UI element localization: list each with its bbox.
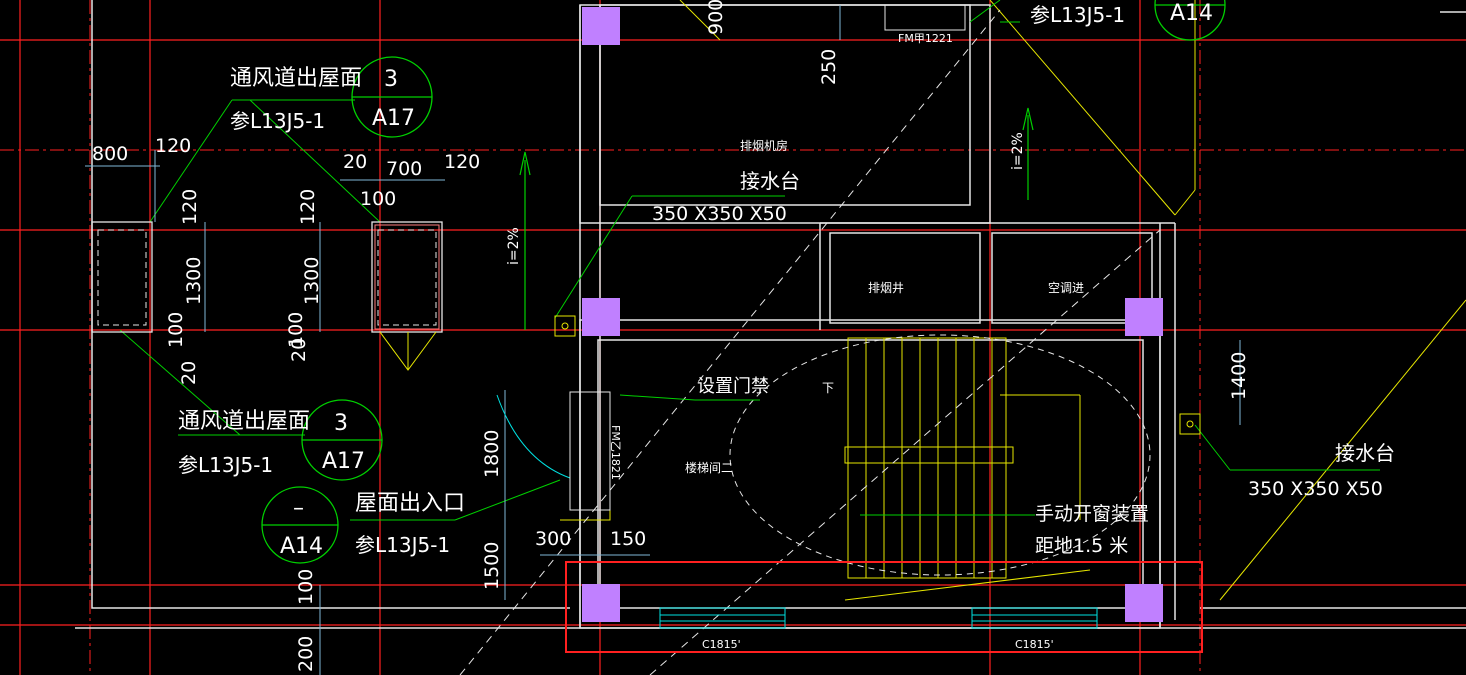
- dim-120-c: 120: [179, 189, 201, 225]
- smoke-room-label: 排烟机房: [740, 138, 788, 153]
- windows: [659, 4, 1098, 629]
- dim-20-c: 20: [288, 338, 310, 362]
- dim-120-a: 120: [155, 135, 191, 157]
- vent-mid-circle-bottom: A17: [322, 449, 365, 474]
- slope-2-label: i=2%: [1010, 132, 1026, 170]
- text-labels: 通风道出屋面 参L13J5-1 3 A17 通风道出屋面 参L13J5-1 3 …: [178, 1, 1395, 651]
- roof-exit-ref: 参L13J5-1: [355, 533, 450, 557]
- ref-circles: [261, 0, 1226, 564]
- water-platform-1-label: 接水台: [740, 169, 800, 193]
- dim-800: 800: [92, 143, 128, 165]
- dim-1300-a: 1300: [183, 257, 205, 305]
- dimension-lines: [85, 5, 1241, 675]
- vent-shafts: [91, 221, 443, 371]
- access-control-label: 设置门禁: [697, 376, 769, 397]
- roof-exit-circle-top: –: [293, 496, 304, 521]
- window-1-label: C1815': [702, 638, 741, 651]
- manual-window-label: 手动开窗装置: [1035, 503, 1149, 525]
- dim-1500: 1500: [481, 542, 503, 590]
- vent-mid-label: 通风道出屋面: [178, 409, 310, 434]
- dim-20-b: 20: [178, 361, 200, 385]
- dim-100-a: 100: [360, 188, 396, 210]
- water-platform-2-label: 接水台: [1335, 441, 1395, 465]
- dim-20-a: 20: [343, 151, 367, 173]
- highlight-box: [565, 561, 1203, 653]
- dim-1800: 1800: [481, 430, 503, 478]
- slope-arrows: [519, 107, 1034, 330]
- vent-mid-circle-top: 3: [334, 411, 348, 436]
- door-fm-side: FM乙1821: [609, 425, 622, 480]
- stair-circle: [729, 334, 1151, 576]
- top-right-ref: 参L13J5-1: [1030, 3, 1125, 27]
- roof-exit-label: 屋面出入口: [355, 491, 465, 516]
- window-2-label: C1815': [1015, 638, 1054, 651]
- door-swing: [496, 391, 611, 511]
- dim-1400: 1400: [1228, 352, 1250, 400]
- door-fm-top: FM甲1221: [898, 32, 953, 45]
- columns: [582, 7, 1163, 622]
- roof-exit-circle-bottom: A14: [280, 534, 323, 559]
- stair-label: 楼梯间二: [685, 460, 733, 475]
- dim-700: 700: [386, 158, 422, 180]
- dim-200: 200: [295, 636, 317, 672]
- dim-120-d: 120: [297, 189, 319, 225]
- dim-150: 150: [610, 528, 646, 550]
- smoke-shaft-label: 排烟井: [868, 281, 904, 295]
- dim-900: 900: [705, 0, 727, 35]
- water-platform-1-size: 350 X350 X50: [652, 203, 787, 225]
- vent-top-circle-bottom: A17: [372, 106, 415, 131]
- leader-lines: [119, 0, 1380, 521]
- slope-1-label: i=2%: [506, 227, 522, 265]
- dim-300: 300: [535, 528, 571, 550]
- vent-top-ref: 参L13J5-1: [230, 109, 325, 133]
- vent-top-circle-top: 3: [384, 67, 398, 92]
- down-mark: 下: [822, 381, 834, 395]
- dim-120-b: 120: [444, 151, 480, 173]
- dim-100-b: 100: [165, 312, 187, 348]
- dim-100-c: 100: [285, 312, 307, 348]
- dim-250: 250: [818, 49, 840, 85]
- manual-window-height: 距地1.5 米: [1035, 535, 1128, 557]
- water-platform-marks: [554, 315, 1201, 435]
- dashed-diagonals: [459, 9, 1161, 675]
- dim-100-d: 100: [295, 569, 317, 605]
- top-right-circle: A14: [1170, 1, 1213, 26]
- dimension-texts: 800 120 20 700 120 100 120 1300 100 20 1…: [92, 0, 1250, 672]
- stair-treads: [844, 337, 1091, 601]
- vent-mid-ref: 参L13J5-1: [178, 453, 273, 477]
- vent-top-label: 通风道出屋面: [230, 66, 362, 91]
- water-platform-2-size: 350 X350 X50: [1248, 478, 1383, 500]
- dim-1300-b: 1300: [301, 257, 323, 305]
- ac-shaft-label: 空调进: [1048, 281, 1084, 295]
- yellow-lines: [560, 0, 1466, 601]
